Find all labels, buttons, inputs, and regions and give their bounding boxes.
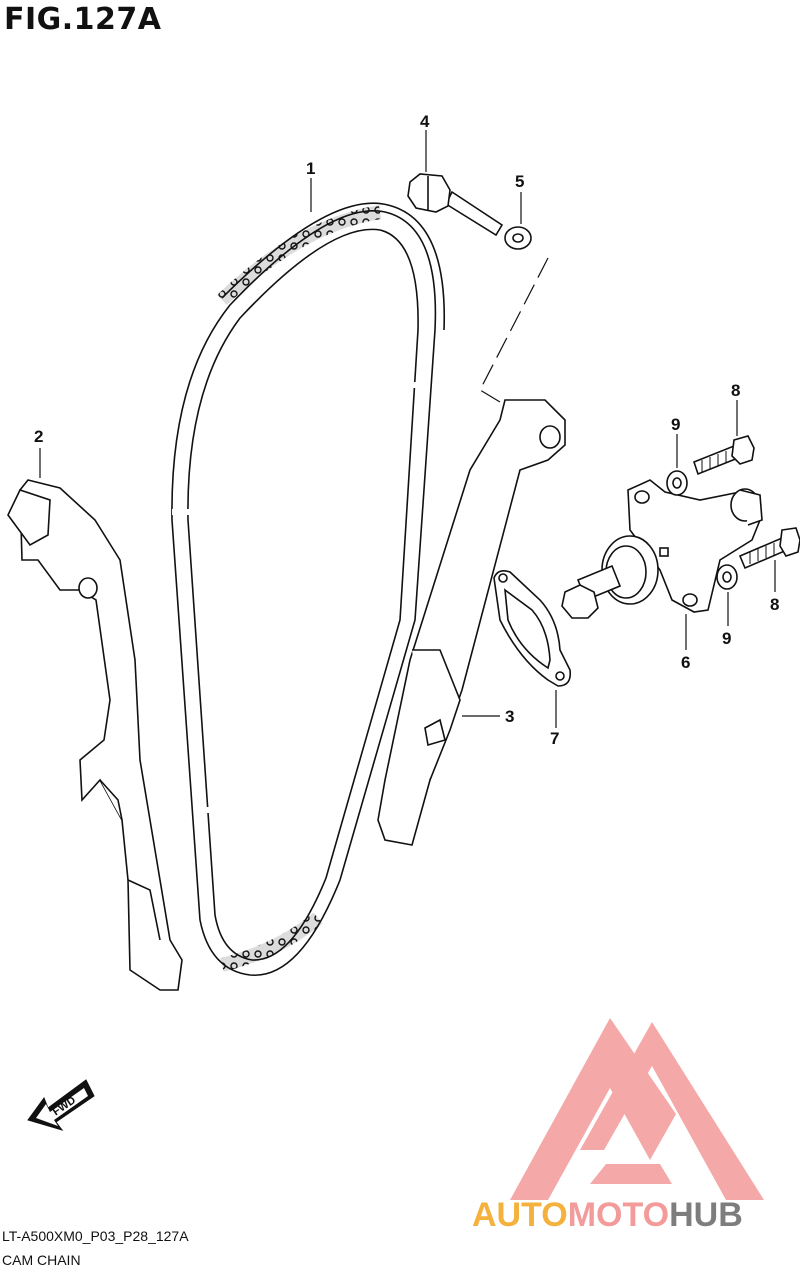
watermark-text: AUTOMOTOHUB	[472, 1196, 743, 1234]
watermark-hub: HUB	[669, 1196, 743, 1234]
callout-3: 3	[505, 707, 514, 726]
callout-5: 5	[515, 172, 524, 191]
callout-2: 2	[34, 427, 43, 446]
watermark-logo	[510, 1018, 764, 1200]
callout-9-lower: 9	[722, 629, 731, 648]
bolt-8-upper	[693, 435, 755, 476]
callout-6: 6	[681, 653, 690, 672]
washer-9-upper	[666, 470, 688, 496]
washer-9-lower	[716, 564, 738, 590]
assembly-dash-5	[479, 257, 549, 403]
tensioner-arm	[377, 399, 566, 846]
gasket	[493, 570, 572, 687]
watermark-auto: AUTO	[472, 1196, 568, 1234]
chain-tensioner	[561, 479, 763, 619]
callout-7: 7	[550, 729, 559, 748]
callout-4: 4	[420, 112, 430, 131]
diagram-code: LT-A500XM0_P03_P28_127A	[2, 1228, 189, 1244]
callout-9-upper: 9	[671, 415, 680, 434]
callout-1: 1	[306, 159, 315, 178]
callout-8-lower: 8	[770, 595, 779, 614]
pivot-bolt	[407, 173, 504, 237]
bolt-8-lower	[738, 527, 800, 570]
cam-chain	[171, 202, 446, 976]
chain-guide	[7, 479, 183, 991]
washer-5	[504, 226, 532, 250]
diagram-caption: CAM CHAIN	[2, 1252, 81, 1268]
figure-title: FIG.127A	[4, 2, 162, 37]
watermark-moto: MOTO	[568, 1196, 669, 1234]
callout-8-upper: 8	[731, 381, 740, 400]
fwd-arrow-icon: FWD	[27, 1079, 95, 1131]
